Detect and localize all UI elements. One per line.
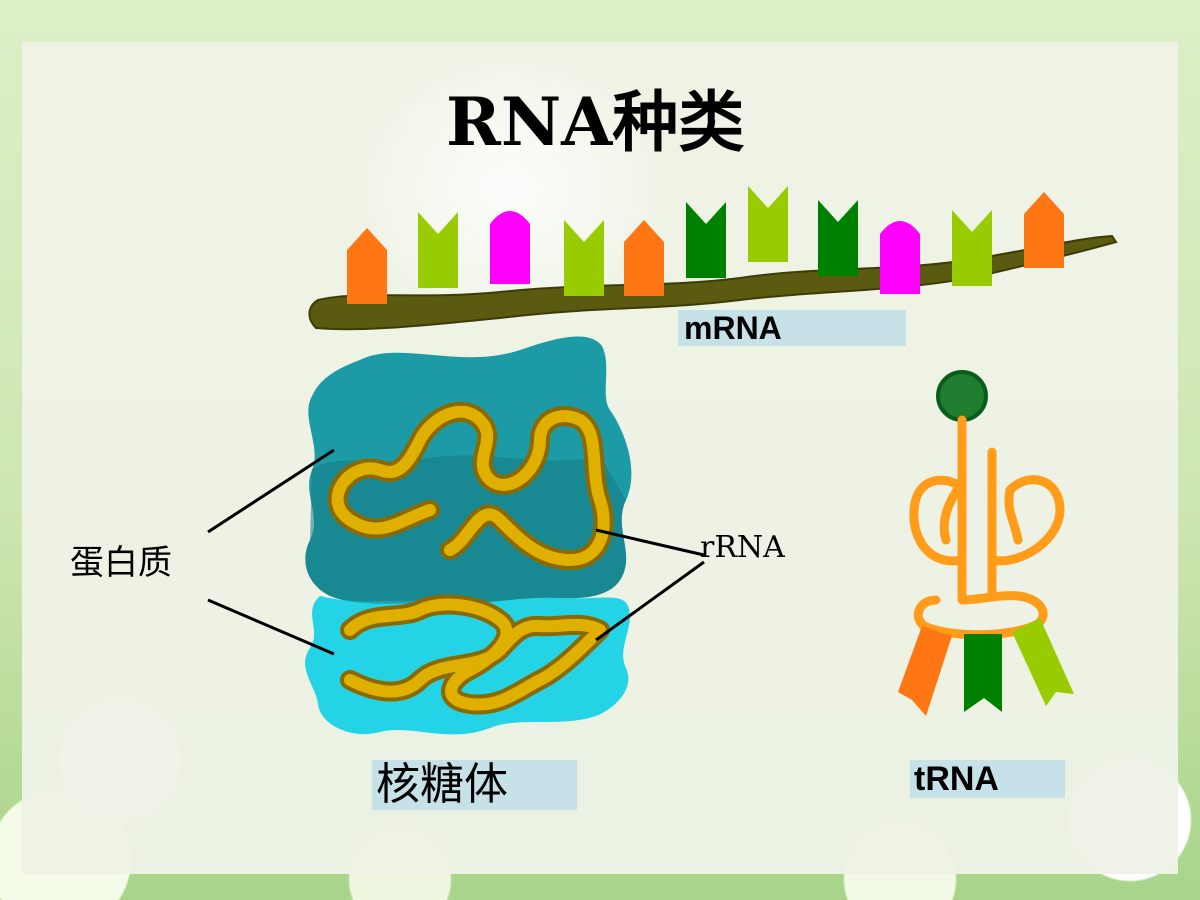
rrna-strand-upper-inner [331, 405, 610, 566]
mrna-base-light-green [564, 220, 604, 296]
trna-peg-dark-green [964, 634, 1002, 712]
rrna-pointer-upper [595, 528, 705, 557]
trna-peg-orange [898, 626, 952, 716]
mrna-base-orange [624, 220, 664, 296]
protein-pointer-lower [207, 598, 335, 656]
trna-strand [909, 415, 1065, 640]
protein-label: 蛋白质 [70, 543, 172, 583]
trna-anticodon-loop-head [936, 370, 988, 422]
ribosome-label: 核糖体 [372, 760, 577, 810]
mrna-label: mRNA [678, 310, 906, 346]
protein-pointer-upper [207, 448, 335, 534]
mrna-base-magenta [490, 211, 530, 284]
trna-peg-light-green [1012, 618, 1074, 706]
trna-label: tRNA [910, 760, 1065, 798]
mrna-bases [347, 186, 1064, 304]
mrna-base-light-green [952, 210, 992, 286]
mrna-base-orange [1024, 192, 1064, 268]
mrna-base-dark-green [818, 200, 858, 276]
page-title: RNA种类 [446, 83, 745, 161]
mrna-base-magenta [880, 221, 920, 294]
mrna-base-orange [347, 228, 387, 304]
rrna-pointer-lower [595, 560, 705, 642]
mrna-base-light-green [418, 212, 458, 288]
mrna-base-dark-green [686, 202, 726, 278]
rrna-strand-lower-inner [344, 598, 606, 711]
rrna-label: rRNA [700, 530, 785, 565]
mrna-base-light-green [748, 186, 788, 262]
mrna-backbone [308, 234, 1118, 331]
